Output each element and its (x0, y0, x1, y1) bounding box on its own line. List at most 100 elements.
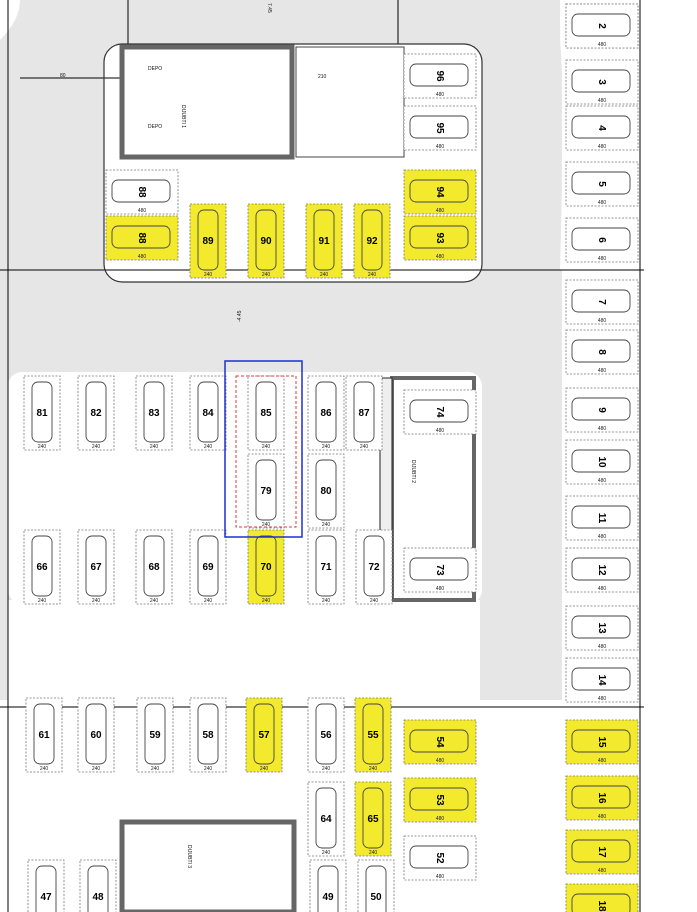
car-outline (571, 557, 631, 581)
stall-dimension: 480 (598, 814, 607, 820)
car-outline (571, 667, 631, 691)
stall-dimension: 480 (436, 874, 445, 880)
stall-dimension: 240 (150, 444, 159, 450)
ramp-mark: -4.45 (237, 310, 243, 322)
car-outline (571, 227, 631, 251)
curve-cutout (20, 270, 120, 370)
parking-stall[interactable]: 18480 (565, 883, 639, 912)
car-outline (571, 289, 631, 313)
stall-dimension: 240 (204, 272, 213, 278)
stall-box (23, 375, 61, 451)
stall-box (79, 859, 117, 912)
stall-number: 84 (202, 408, 214, 419)
stall-dimension: 480 (598, 696, 607, 702)
top-mark: 7.45 (266, 3, 272, 13)
car-outline (409, 787, 469, 811)
stall-number: 89 (202, 236, 214, 247)
parking-stall[interactable]: 50240 (357, 859, 395, 912)
car-outline (409, 557, 469, 581)
stall-number: 73 (434, 564, 445, 576)
stall-box (105, 169, 179, 215)
stall-number: 18 (596, 900, 607, 912)
car-outline (197, 703, 219, 765)
aisle-lower-right (482, 700, 564, 912)
stall-number: 88 (136, 232, 147, 244)
stall-box (565, 387, 639, 433)
parking-stall[interactable]: 89 240 (189, 203, 227, 279)
stall-box (189, 697, 227, 773)
parking-stall[interactable]: 47240 (27, 859, 65, 912)
stall-number: 47 (40, 892, 52, 903)
stall-box (565, 105, 639, 151)
stall-dimension: 240 (260, 766, 269, 772)
parking-stall[interactable]: 48240 (79, 859, 117, 912)
car-outline (571, 839, 631, 863)
car-outline (111, 179, 171, 203)
car-outline (363, 535, 385, 597)
stall-box (77, 375, 115, 451)
car-outline (197, 209, 219, 271)
parking-stall[interactable]: 49240 (309, 859, 347, 912)
selection-box[interactable] (224, 360, 303, 538)
car-outline (31, 381, 53, 443)
car-outline (571, 13, 631, 37)
stall-dimension: 480 (436, 254, 445, 260)
car-outline (255, 459, 277, 521)
